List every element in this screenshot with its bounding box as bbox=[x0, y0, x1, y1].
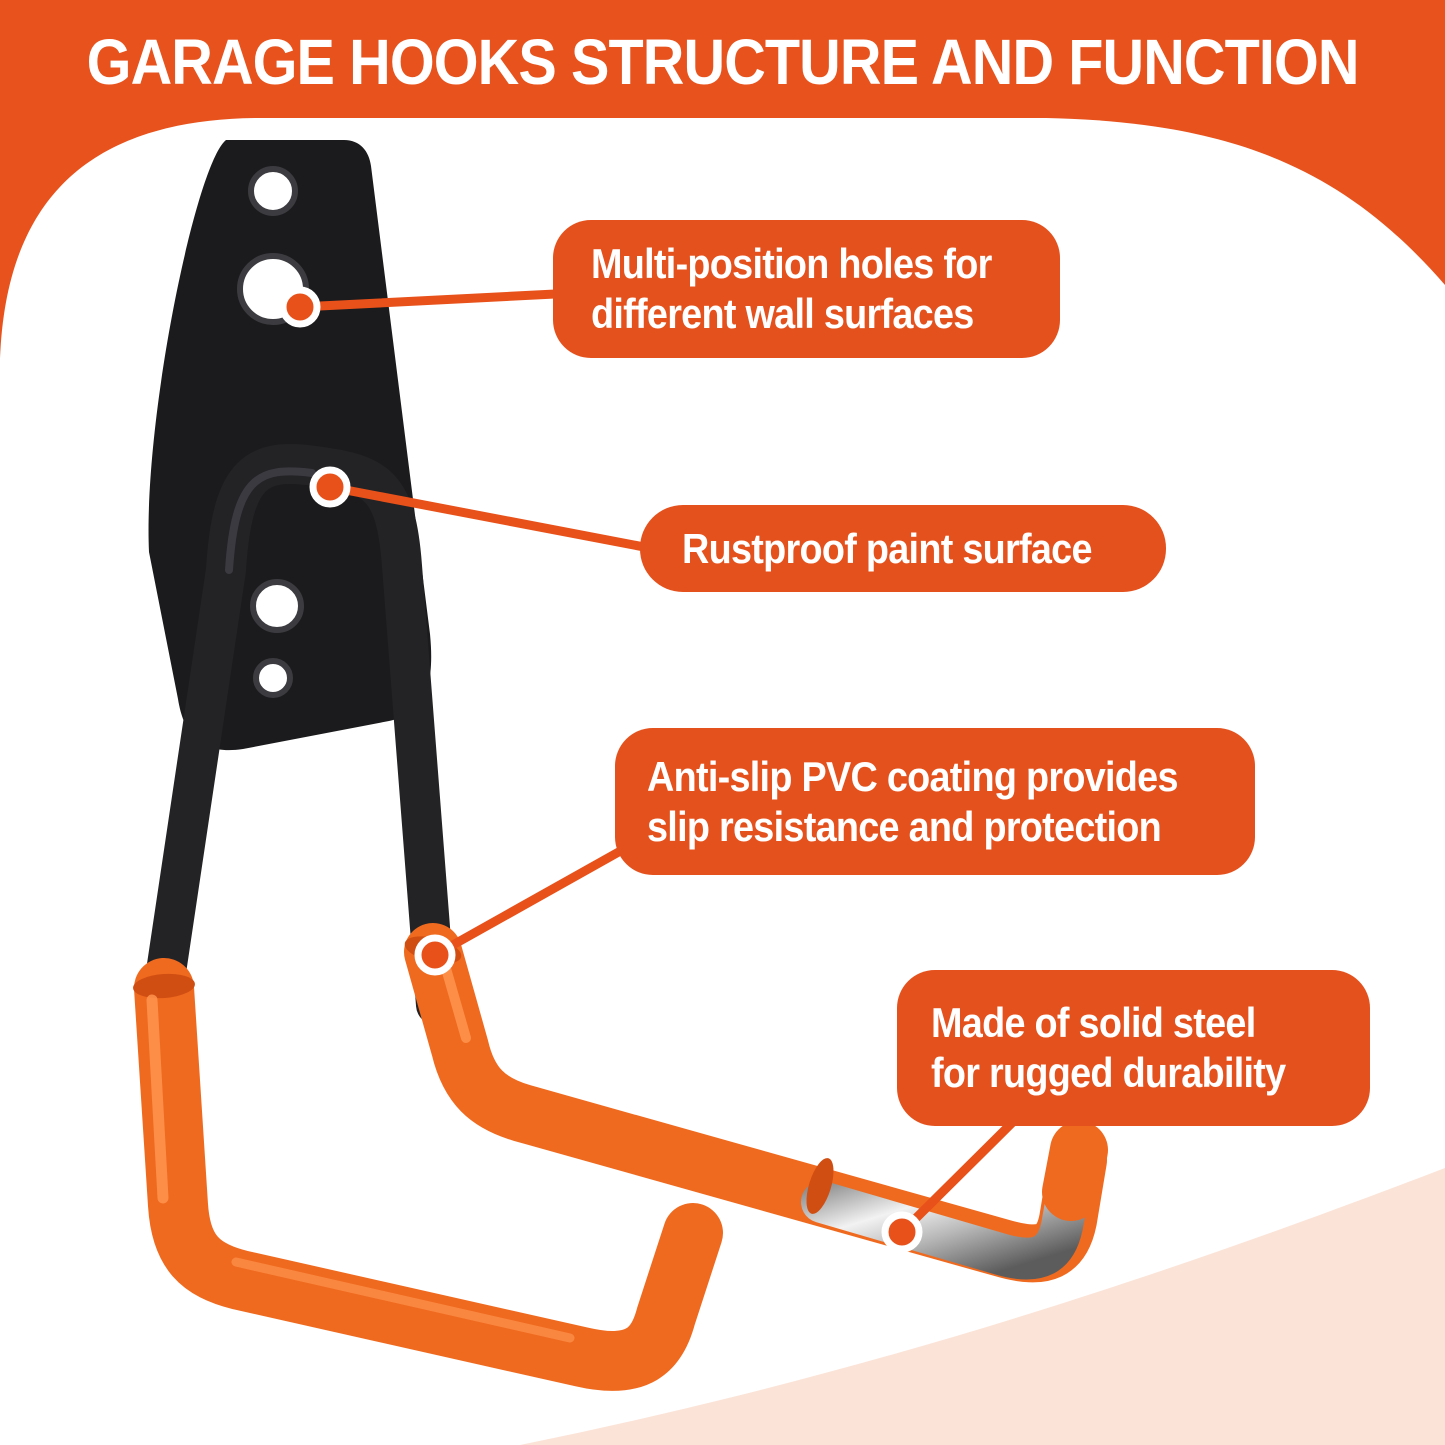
callout-text-line: Made of solid steel bbox=[931, 999, 1256, 1047]
front-arm-highlight-horizontal bbox=[231, 1257, 575, 1343]
callout-solid-steel: Made of solid steel for rugged durabilit… bbox=[897, 970, 1370, 1126]
pink-sweep-decoration bbox=[520, 1168, 1445, 1445]
rear-arm-highlight bbox=[440, 960, 471, 1043]
mounting-hole-top-small bbox=[248, 166, 298, 216]
callout-text-line: Rustproof paint surface bbox=[682, 524, 1093, 572]
tube-highlight bbox=[225, 467, 316, 574]
callout-text-line: Multi-position holes for bbox=[591, 240, 992, 288]
leader-line-4 bbox=[897, 1110, 1025, 1237]
front-sleeve-rim bbox=[133, 973, 195, 999]
exposed-steel-core bbox=[801, 1181, 1087, 1280]
rear-arm-tip-cap bbox=[1042, 1121, 1108, 1221]
callout-text-line: for rugged durability bbox=[931, 1049, 1286, 1096]
header-banner: GARAGE HOOKS STRUCTURE AND FUNCTION bbox=[0, 16, 1445, 108]
callout-text-line: slip resistance and protection bbox=[647, 802, 1162, 850]
callout-text-line: Anti-slip PVC coating provides bbox=[647, 752, 1178, 800]
connector-dot-1 bbox=[279, 286, 321, 328]
leader-line-2 bbox=[325, 482, 670, 556]
leader-line-1 bbox=[295, 288, 580, 312]
callout-text-line: different wall surfaces bbox=[591, 290, 974, 337]
callout-rustproof-paint: Rustproof paint surface bbox=[640, 505, 1166, 592]
leader-line-3 bbox=[430, 835, 645, 960]
mounting-hole-bottom-large bbox=[250, 579, 304, 633]
callout-anti-slip-pvc: Anti-slip PVC coating provides slip resi… bbox=[615, 728, 1255, 875]
connector-dot-2 bbox=[309, 466, 351, 508]
connector-dot-3 bbox=[414, 934, 456, 976]
page-title: GARAGE HOOKS STRUCTURE AND FUNCTION bbox=[86, 26, 1360, 98]
pvc-cutaway-rim bbox=[806, 1158, 834, 1214]
front-hook-arm-pvc bbox=[134, 958, 723, 1391]
callout-mounting-holes: Multi-position holes for different wall … bbox=[553, 220, 1060, 358]
front-arm-highlight-vertical bbox=[146, 994, 169, 1204]
connector-dot-4 bbox=[881, 1211, 923, 1253]
mounting-hole-bottom-small bbox=[253, 658, 293, 698]
